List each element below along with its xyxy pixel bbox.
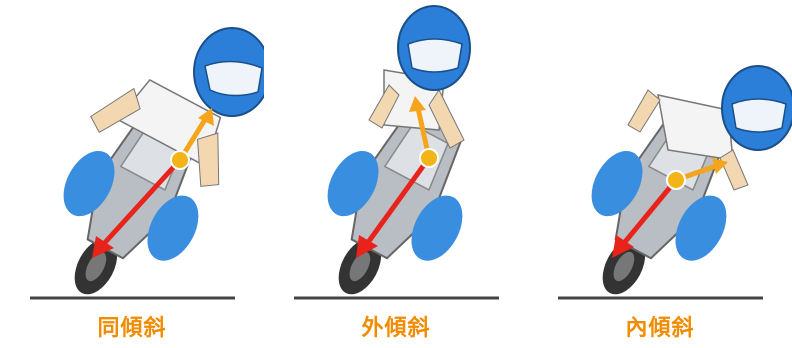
helmet-visor — [205, 61, 262, 95]
caption-outside-lean: 外傾斜 — [264, 310, 528, 342]
rider-arm-right — [720, 150, 748, 190]
center-of-gravity-dot — [667, 171, 685, 189]
panel-inside-lean: 內傾斜 — [528, 0, 792, 348]
panel-outside-lean: 外傾斜 — [264, 0, 528, 348]
caption-same-lean: 同傾斜 — [0, 310, 264, 342]
helmet-visor — [408, 39, 462, 72]
helmet — [194, 28, 264, 116]
panel-same-lean: 同傾斜 — [0, 0, 264, 348]
rider-arm-left — [628, 90, 660, 132]
caption-inside-lean: 內傾斜 — [528, 310, 792, 342]
rider-illustration-same — [0, 0, 264, 300]
center-of-gravity-dot — [171, 151, 189, 169]
rider-illustration-outside — [264, 0, 528, 300]
helmet-visor — [732, 99, 786, 132]
helmet — [722, 66, 792, 150]
rider-illustration-inside — [528, 0, 792, 300]
center-of-gravity-dot — [420, 149, 438, 167]
helmet — [398, 6, 470, 90]
